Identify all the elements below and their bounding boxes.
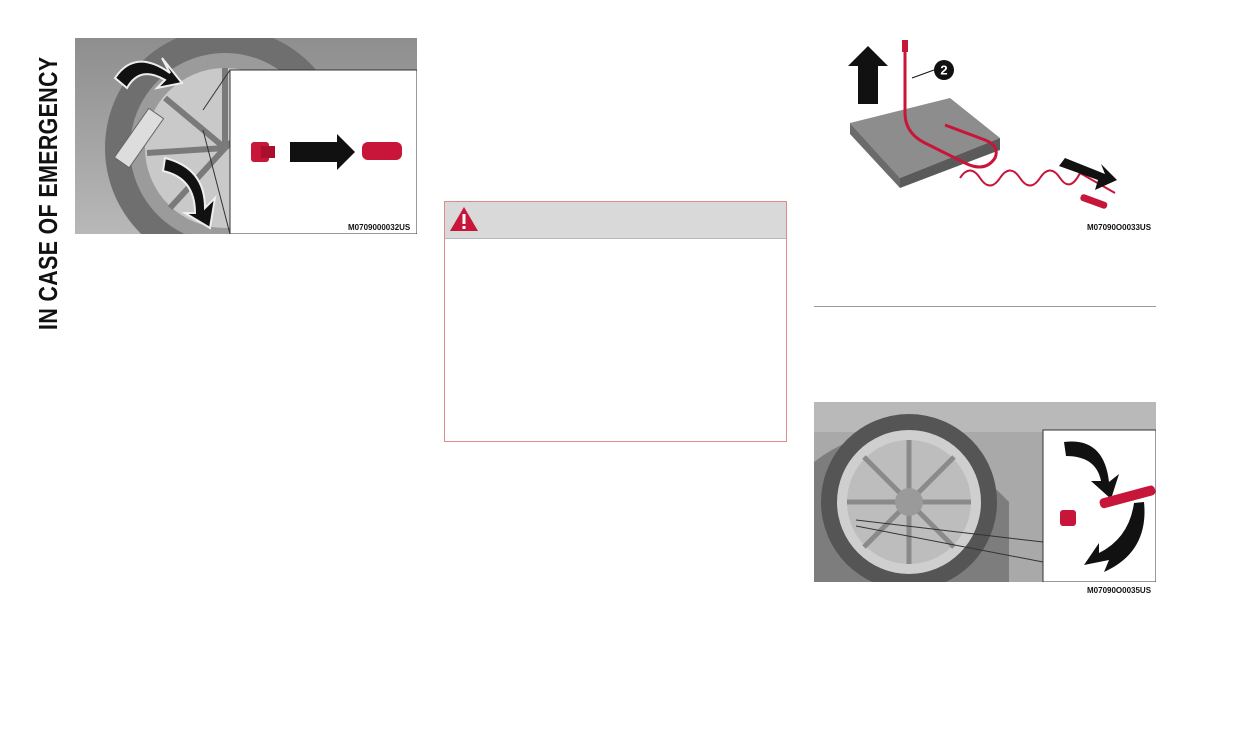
removed-cap-icon — [362, 142, 402, 160]
figure-code-wheel-valve: M07090O0035US — [1087, 586, 1152, 595]
figure-valve-cap — [75, 38, 417, 234]
figure-wheel-valve — [814, 402, 1156, 582]
wheel-valve-illustration — [814, 402, 1156, 582]
section-title: IN CASE OF EMERGENCY — [33, 0, 64, 330]
callout-2-label: 2 — [940, 63, 947, 78]
figure-compressor: 2 — [840, 38, 1156, 230]
valve-cap-icon — [251, 142, 275, 162]
rotate-arrow-bottom-icon — [1084, 502, 1145, 572]
section-divider — [814, 306, 1156, 307]
figure-code-compressor: M07090O0033US — [1087, 223, 1152, 232]
right-arrow-icon — [290, 134, 355, 170]
section-title-text: IN CASE OF EMERGENCY — [33, 56, 63, 330]
figure-code-valve-cap: M0709000032US — [348, 223, 411, 232]
valve-cap-illustration — [75, 38, 417, 234]
right-down-arrow-icon — [1059, 158, 1117, 190]
rotate-arrow-top-icon — [1064, 441, 1119, 499]
valve-cap-icon — [1060, 510, 1076, 526]
warning-box — [444, 201, 787, 442]
warning-triangle-icon — [450, 207, 478, 231]
callout-2-icon — [934, 60, 954, 80]
compressor-illustration: 2 — [848, 40, 1117, 209]
warning-header — [445, 202, 786, 239]
hose-end-icon — [1099, 485, 1156, 509]
up-arrow-icon — [848, 46, 888, 104]
